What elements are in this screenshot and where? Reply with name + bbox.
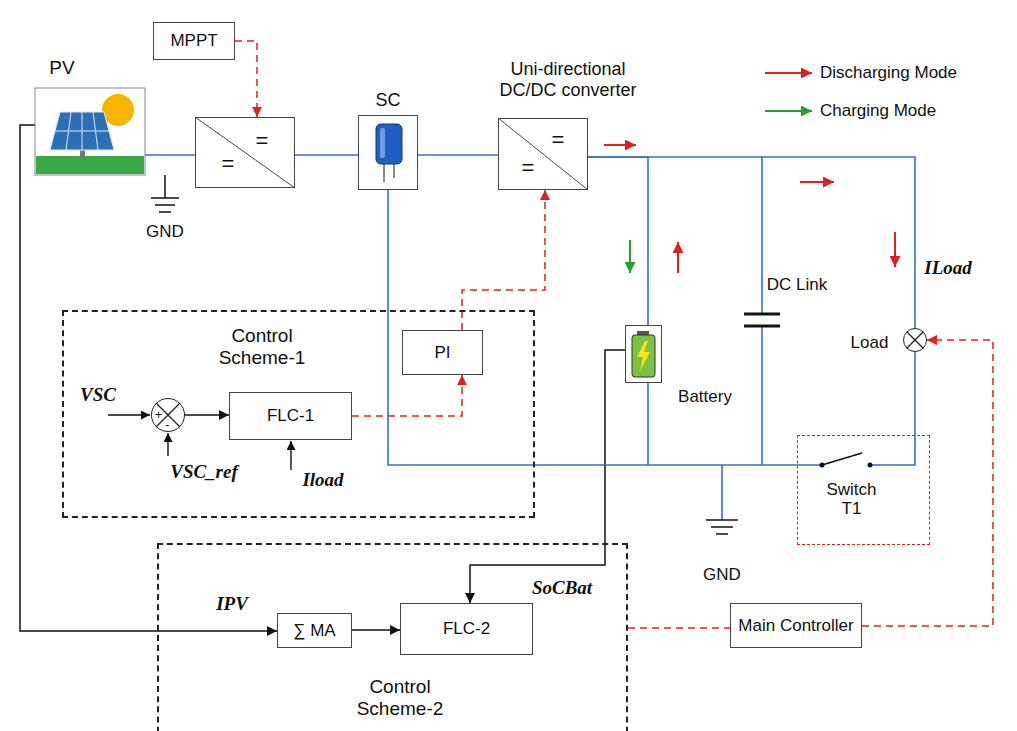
battery-box: Battery — [625, 325, 662, 383]
node-text: ∑ MA — [293, 621, 335, 641]
controller-box: Main Controller — [730, 603, 862, 648]
controller-box: FLC-1 — [229, 392, 352, 440]
supercapacitor-icon — [376, 124, 402, 182]
process-box: ∑ MA — [277, 613, 352, 648]
node-text: - — [165, 417, 169, 432]
controller-box: FLC-2 — [400, 603, 533, 655]
pv-illustration — [35, 88, 145, 175]
node-text: Main Controller — [738, 616, 853, 636]
node-text: + — [155, 407, 163, 422]
connector — [145, 154, 195, 156]
connector — [628, 627, 730, 629]
node-text: Switch T1 — [817, 480, 887, 519]
flow-arrows — [604, 145, 895, 273]
connector — [235, 41, 257, 117]
signal-name: SoCBat — [532, 577, 592, 599]
battery-icon — [632, 331, 655, 377]
connector — [352, 375, 462, 416]
node-text: = — [552, 127, 565, 152]
connector — [462, 190, 545, 330]
converter-box: == — [195, 117, 295, 188]
signal-name: ILoad — [924, 257, 972, 279]
node-text: Control Scheme-1 — [207, 325, 317, 369]
signal-name: VSC_ref — [170, 461, 238, 483]
ground-symbol — [706, 520, 738, 534]
node-text: PV — [49, 57, 74, 79]
power-wires — [388, 157, 915, 520]
converter-box: Uni-directional DC/DC converter== — [498, 118, 588, 190]
connector — [295, 154, 358, 156]
node-text: PI — [434, 343, 450, 363]
legend-entry: Discharging Mode — [820, 63, 957, 83]
node-text: = — [222, 151, 235, 176]
connector — [352, 629, 400, 631]
node-text: = — [256, 128, 269, 153]
signal-name: VSC — [80, 384, 116, 406]
part-label: GND — [703, 565, 741, 585]
legend-entry: Charging Mode — [820, 101, 936, 121]
switch-symbol — [820, 453, 873, 468]
legend-samples — [765, 73, 812, 111]
connector — [588, 157, 648, 325]
node-text: Control Scheme-2 — [345, 676, 455, 720]
node-text: Uni-directional DC/DC converter — [493, 59, 643, 100]
node-text: SC — [375, 90, 400, 111]
node-text: Load — [851, 333, 889, 353]
connector — [185, 414, 229, 416]
node-text: FLC-2 — [443, 619, 490, 639]
legend-text: Charging Mode — [820, 101, 936, 120]
signal-name: Iload — [302, 469, 343, 491]
node-text: = — [522, 155, 535, 180]
connector — [914, 352, 916, 435]
supercapacitor-box: SC — [358, 115, 418, 190]
summing-junction: +- — [151, 398, 185, 432]
controller-box: MPPT — [153, 22, 235, 60]
pv-panel: PV — [35, 88, 145, 175]
switch-group: Switch T1 — [797, 435, 930, 545]
part-label: GND — [146, 222, 184, 242]
node-text: FLC-1 — [267, 406, 314, 426]
control-group: ∑ MA FLC-2Control Scheme-2 — [157, 543, 628, 731]
part-label: DC Link — [767, 275, 827, 295]
converter-symbols — [195, 117, 588, 190]
node-text: MPPT — [170, 31, 217, 51]
controller-box: PI — [402, 330, 483, 375]
connector — [418, 154, 498, 156]
ground-symbol — [151, 175, 179, 212]
control-group: +- FLC-1 PI Control Scheme-1 — [62, 310, 535, 518]
connector — [862, 340, 993, 626]
load-symbol: Load — [903, 328, 927, 352]
dc-link-capacitor — [744, 314, 780, 326]
connector — [470, 350, 625, 603]
legend-text: Discharging Mode — [820, 63, 957, 82]
connector — [20, 125, 277, 631]
signal-name: IPV — [216, 593, 248, 615]
node-text: Battery — [678, 387, 732, 407]
connector — [588, 157, 915, 328]
